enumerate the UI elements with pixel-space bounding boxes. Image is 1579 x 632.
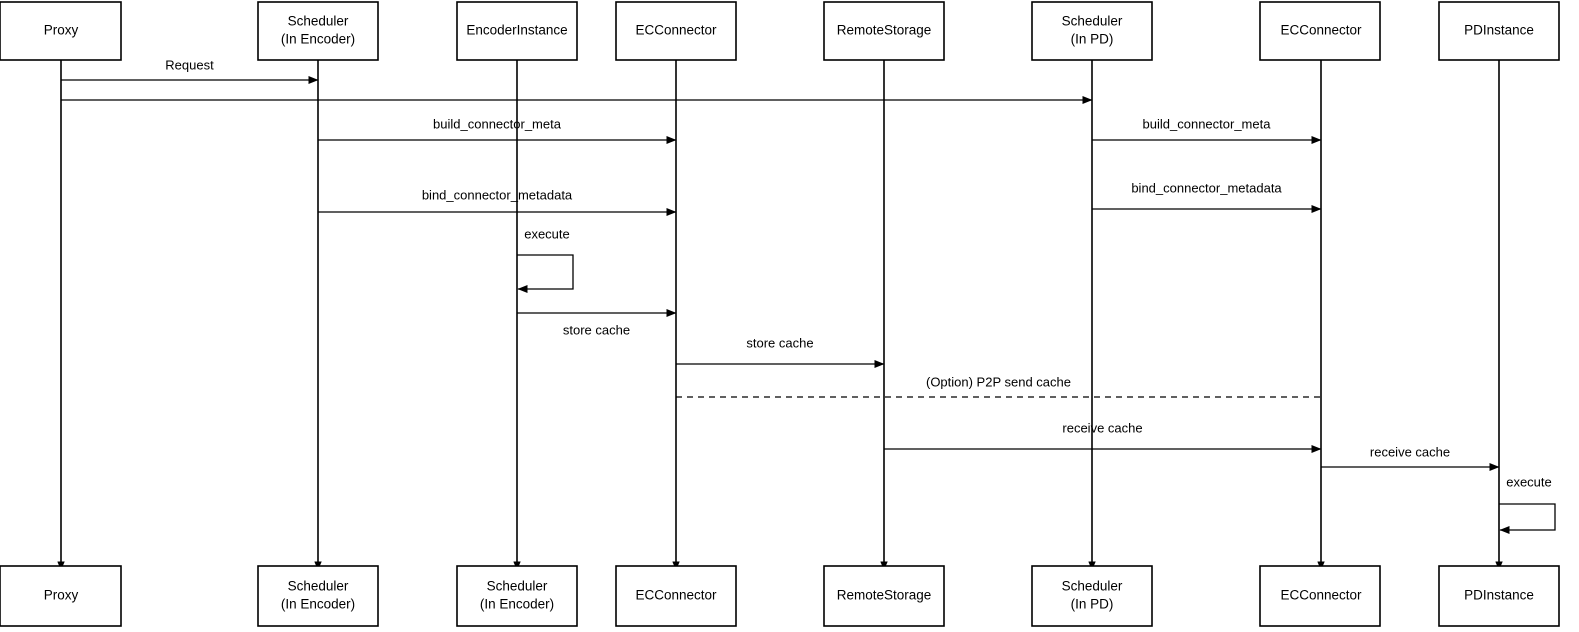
message-m7[interactable]: store cache	[517, 309, 677, 337]
message-label: bind_connector_metadata	[422, 187, 573, 202]
self-message-s2[interactable]: execute	[1499, 474, 1556, 534]
self-message-label: execute	[524, 226, 570, 241]
message-m5[interactable]: bind_connector_metadata	[318, 187, 677, 216]
message-m1[interactable]: Request	[61, 57, 319, 84]
participant-label: ECConnector	[635, 588, 717, 603]
message-m4[interactable]: build_connector_meta	[1092, 116, 1322, 144]
message-label: receive cache	[1370, 444, 1450, 459]
participant-box-top-proxy[interactable]: Proxy	[0, 1, 122, 61]
participant-box-bottom-sched_pd[interactable]: Scheduler (In PD)	[1031, 565, 1153, 627]
participant-box-top-ecc_enc[interactable]: ECConnector	[615, 1, 737, 61]
self-message-loop	[1499, 503, 1556, 534]
message-label: store cache	[563, 322, 630, 337]
participant-sublabel: (In Encoder)	[281, 597, 355, 612]
message-label: build_connector_meta	[1143, 116, 1272, 131]
participant-box-rect	[823, 1, 945, 61]
message-m10[interactable]: receive cache	[884, 420, 1322, 453]
participant-label: ECConnector	[1280, 588, 1362, 603]
participant-box-rect	[257, 1, 379, 61]
participant-box-rect	[1438, 565, 1560, 627]
participant-box-rect	[1031, 1, 1153, 61]
message-label: bind_connector_metadata	[1131, 180, 1282, 195]
messages-layer: Request build_connector_meta build_connect…	[61, 57, 1500, 471]
participant-box-bottom-pd_inst[interactable]: PDInstance	[1438, 565, 1560, 627]
participant-box-rect	[1438, 1, 1560, 61]
participant-box-rect	[257, 565, 379, 627]
lifelines-layer	[57, 60, 1503, 571]
participant-sublabel: (In PD)	[1071, 32, 1114, 47]
self-message-loop	[517, 254, 574, 293]
participant-box-bottom-proxy[interactable]: Proxy	[0, 565, 122, 627]
participant-box-bottom-encoder_inst[interactable]: Scheduler (In Encoder)	[456, 565, 578, 627]
participant-label: RemoteStorage	[837, 588, 932, 603]
message-label: build_connector_meta	[433, 116, 562, 131]
participant-label: ECConnector	[1280, 23, 1362, 38]
message-m3[interactable]: build_connector_meta	[318, 116, 677, 144]
message-label: receive cache	[1062, 420, 1142, 435]
participant-box-rect	[456, 1, 578, 61]
self-messages-layer: execute execute	[517, 226, 1556, 534]
participant-box-top-pd_inst[interactable]: PDInstance	[1438, 1, 1560, 61]
participant-label: Scheduler	[1062, 14, 1123, 29]
participant-label: PDInstance	[1464, 588, 1534, 603]
participant-sublabel: (In Encoder)	[281, 32, 355, 47]
participant-label: Scheduler	[487, 579, 548, 594]
participant-label: Scheduler	[1062, 579, 1123, 594]
participant-box-rect	[1259, 565, 1381, 627]
participant-label: Proxy	[44, 23, 79, 38]
message-m11[interactable]: receive cache	[1321, 444, 1500, 471]
participant-sublabel: (In PD)	[1071, 597, 1114, 612]
participant-box-bottom-remote[interactable]: RemoteStorage	[823, 565, 945, 627]
message-label: Request	[165, 57, 214, 72]
message-label: (Option) P2P send cache	[926, 374, 1071, 389]
participant-box-rect	[615, 565, 737, 627]
participant-box-top-sched_pd[interactable]: Scheduler (In PD)	[1031, 1, 1153, 61]
participant-box-rect	[1259, 1, 1381, 61]
participant-label: PDInstance	[1464, 23, 1534, 38]
participant-label: ECConnector	[635, 23, 717, 38]
participant-box-bottom-ecc_pd[interactable]: ECConnector	[1259, 565, 1381, 627]
participant-sublabel: (In Encoder)	[480, 597, 554, 612]
participant-box-rect	[456, 565, 578, 627]
participant-label: Scheduler	[288, 14, 349, 29]
message-m6[interactable]: bind_connector_metadata	[1092, 180, 1322, 213]
participant-label: Proxy	[44, 588, 79, 603]
participant-box-top-encoder_inst[interactable]: EncoderInstance	[456, 1, 578, 61]
self-message-s1[interactable]: execute	[517, 226, 574, 293]
participant-label: RemoteStorage	[837, 23, 932, 38]
participant-box-top-ecc_pd[interactable]: ECConnector	[1259, 1, 1381, 61]
message-label: store cache	[746, 335, 813, 350]
participant-box-rect	[615, 1, 737, 61]
participant-box-rect	[0, 565, 122, 627]
participant-box-rect	[0, 1, 122, 61]
participant-box-bottom-ecc_enc[interactable]: ECConnector	[615, 565, 737, 627]
participant-box-top-remote[interactable]: RemoteStorage	[823, 1, 945, 61]
self-message-label: execute	[1506, 474, 1552, 489]
participant-box-bottom-sched_enc[interactable]: Scheduler (In Encoder)	[257, 565, 379, 627]
participant-box-rect	[1031, 565, 1153, 627]
participant-box-top-sched_enc[interactable]: Scheduler (In Encoder)	[257, 1, 379, 61]
participant-label: Scheduler	[288, 579, 349, 594]
participant-label: EncoderInstance	[466, 23, 567, 38]
message-m9[interactable]: (Option) P2P send cache	[676, 374, 1321, 398]
participant-box-rect	[823, 565, 945, 627]
message-m8[interactable]: store cache	[676, 335, 885, 368]
